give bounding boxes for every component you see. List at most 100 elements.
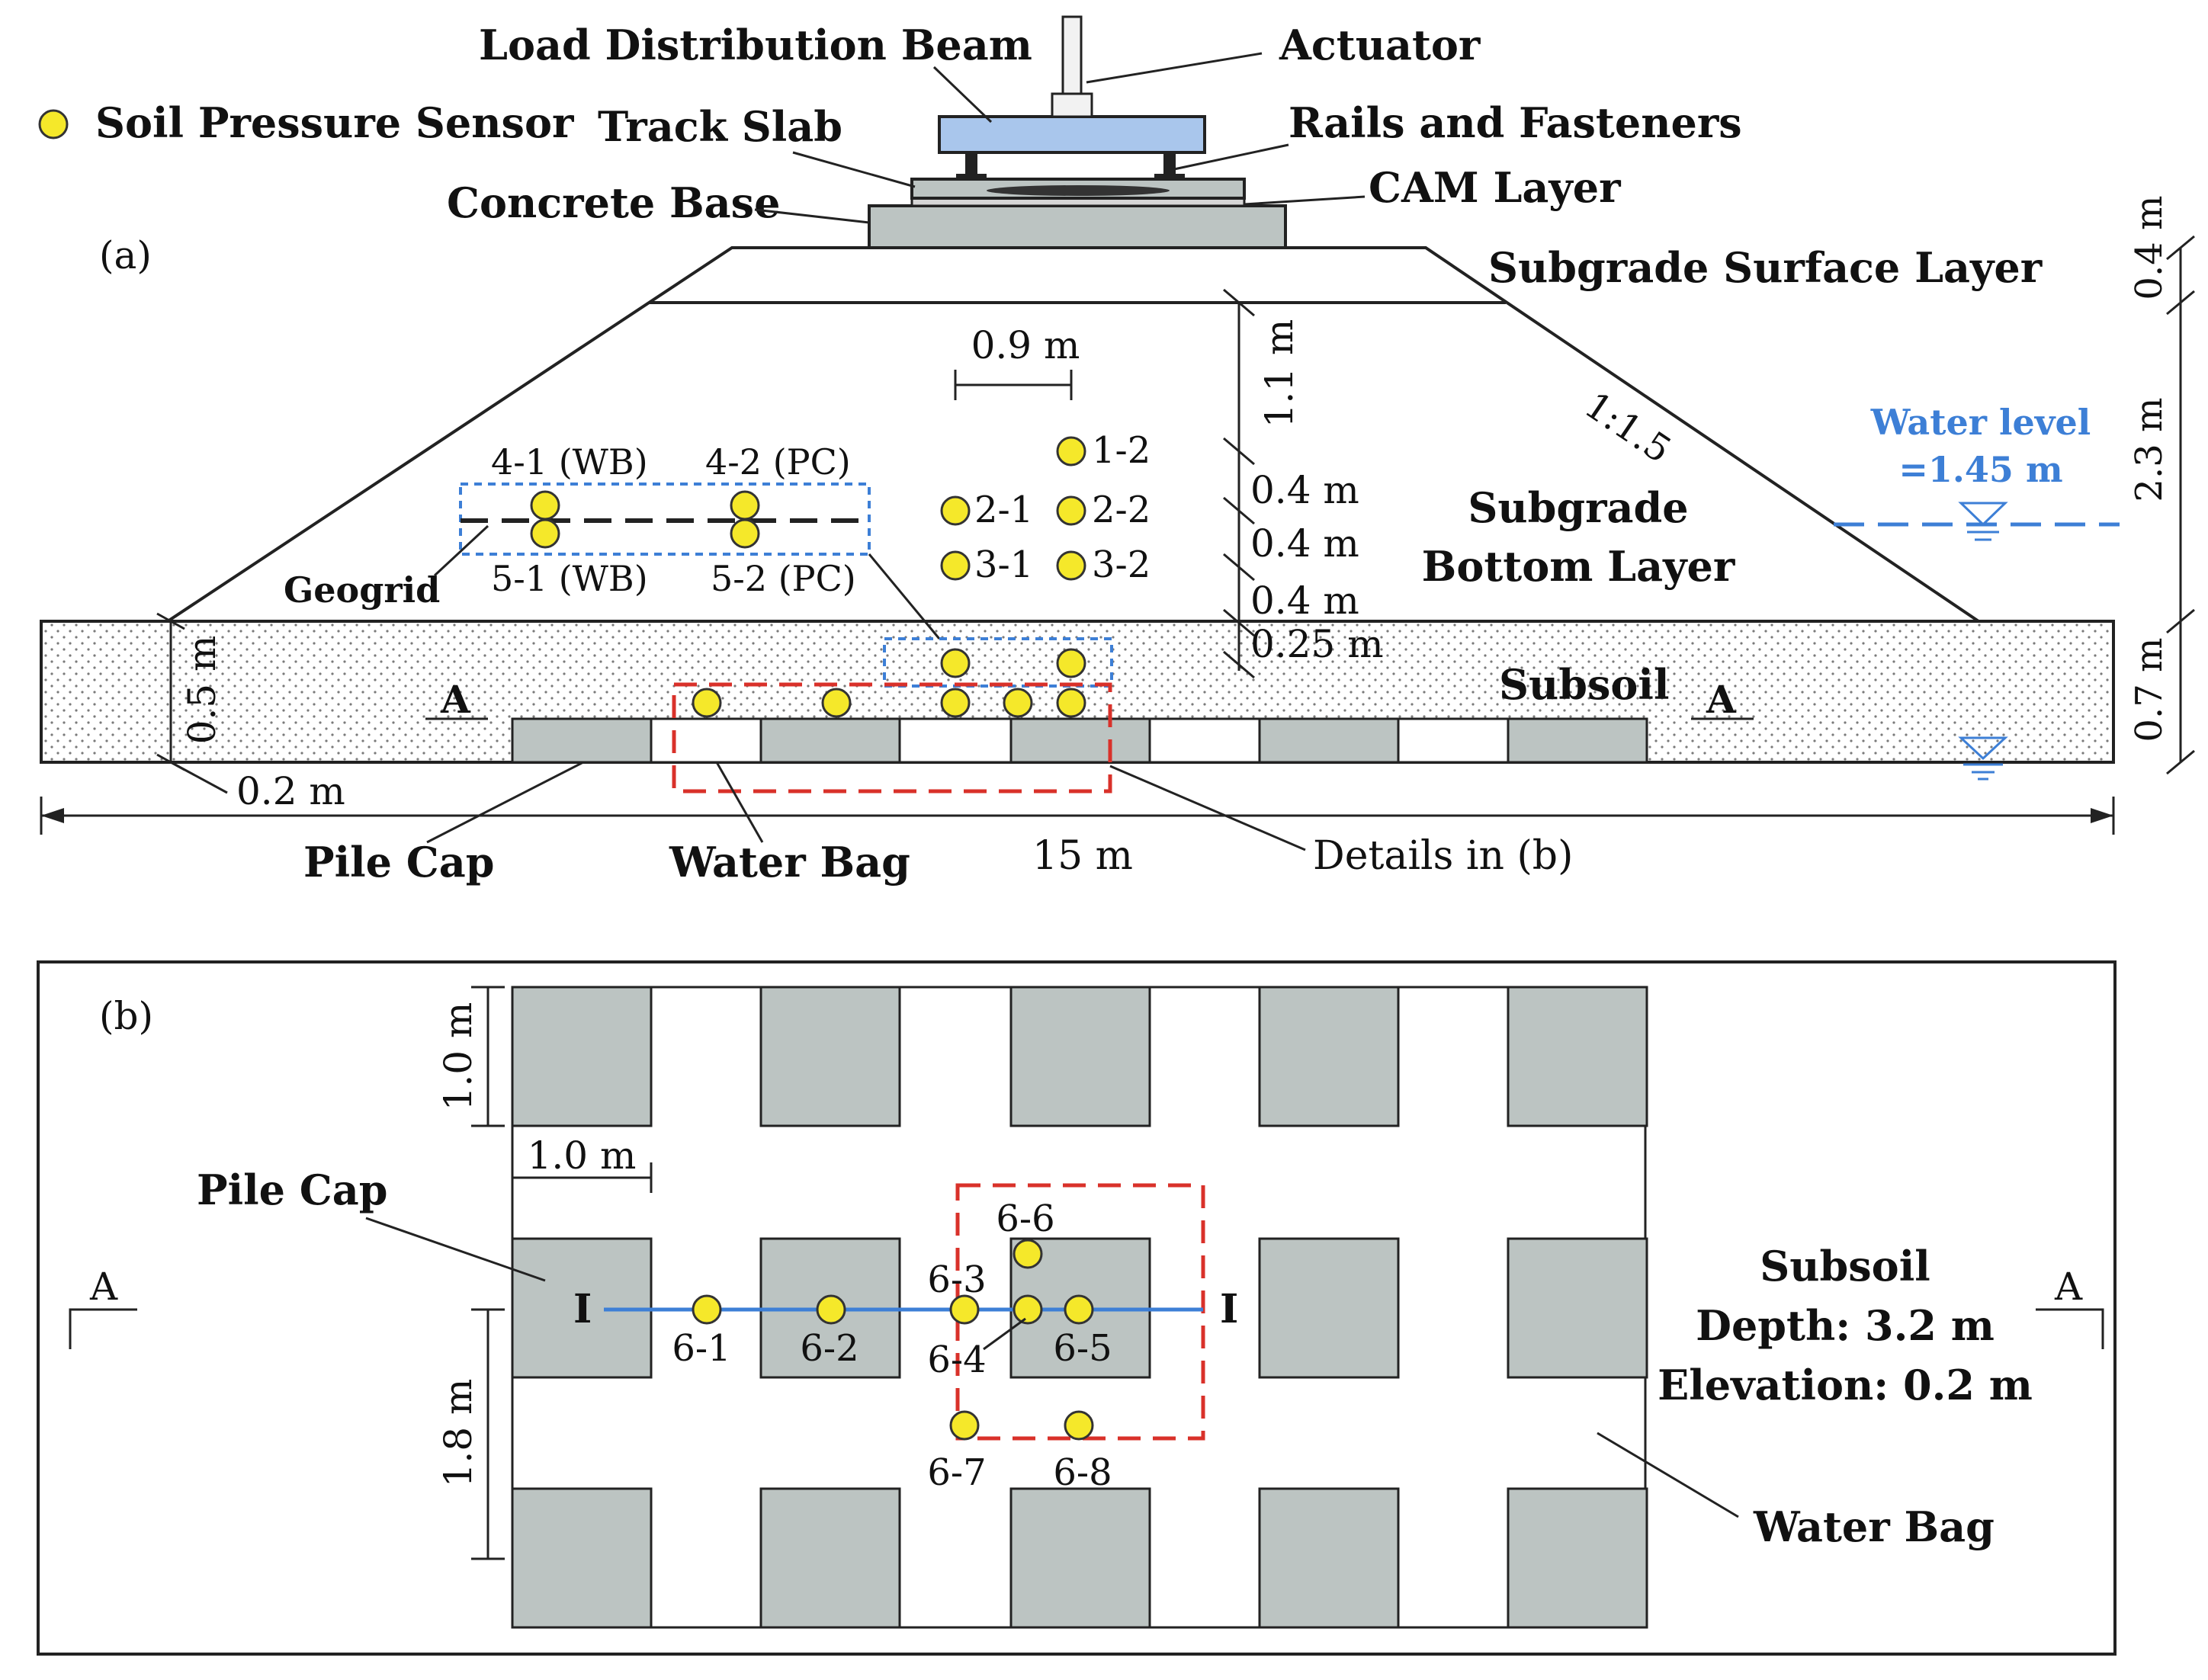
label-subsoil-b: Subsoil [1760,1242,1930,1290]
dim-tick [1223,608,1255,637]
dim-right-0-4: 0.4 m [2128,195,2171,300]
actuator-head [1051,92,1093,118]
pile-cap [1507,1237,1648,1379]
pile-cap [759,986,901,1127]
label-sensor-6-5: 6-5 [1053,1327,1112,1370]
leader-track-slab [792,151,916,188]
leader-load-beam [932,66,993,123]
panel-a-sensors [530,436,1086,718]
label-sensor-5-2: 5-2 (PC) [711,558,856,599]
sensor-subsoil [940,648,971,678]
label-sensor-2-1: 2-1 [974,489,1033,531]
rail-base-left [956,174,987,179]
sensor-4-1 [530,490,560,521]
sensor-4-2 [730,490,760,521]
pile-cap [1507,1487,1648,1629]
pile-cap [511,986,653,1127]
water-bag-gap [650,717,762,764]
label-details: Details in (b) [1313,833,1573,879]
label-sensor-6-7: 6-7 [927,1451,986,1494]
sensor-6-7 [949,1410,980,1441]
leader-water-bag-b [1597,1432,1739,1518]
leader-concrete-base [754,208,870,224]
dim-right-0-7: 0.7 m [2128,637,2171,742]
label-surface-layer: Subgrade Surface Layer [1488,243,2043,292]
dim-tick [1223,288,1255,317]
label-sensor-6-3: 6-3 [927,1258,986,1301]
legend-sensor-marker [38,109,69,139]
label-sensor-2-2: 2-2 [1092,489,1151,531]
groundwater-marker [1958,736,2008,761]
section-a-left-marker [69,1308,137,1349]
water-level-marker [1958,502,2008,527]
dim-tick [1223,437,1255,466]
section-a-right: A [1706,677,1737,722]
label-pile-cap-a: Pile Cap [303,838,495,886]
pile-cap [1009,986,1151,1127]
dim-right-2-3: 2.3 m [2128,397,2171,502]
rail-base-right [1154,174,1185,179]
leader-6-4 [983,1317,1026,1351]
dim-0-4a: 0.4 m [1250,468,1359,512]
subgrade-embankment [162,246,1984,623]
dim-tick [156,612,185,630]
panel-a: Soil Pressure Sensor (a) [38,15,2195,886]
pile-cap [511,717,653,764]
dim-tick [2166,290,2195,316]
label-sensor-5-1: 5-1 (WB) [491,558,648,599]
label-pile-cap-b: Pile Cap [197,1165,388,1214]
sensor-2-1 [940,495,971,526]
sensor-6-2 [816,1294,846,1325]
concrete-base [868,204,1287,249]
label-sensor-6-6: 6-6 [996,1197,1054,1240]
label-sensor-3-2: 3-2 [1092,543,1151,586]
label-rails: Rails and Fasteners [1289,98,1742,147]
pile-cap [511,1487,653,1629]
dim-0-25: 0.25 m [1250,622,1384,666]
slab-detail [987,185,1170,196]
section-i-left: I [573,1286,592,1332]
label-water-bag-a: Water Bag [669,838,910,886]
label-sensor-3-1: 3-1 [974,543,1033,586]
sensor-6-3 [949,1294,980,1325]
section-a-left: A [440,677,471,722]
label-actuator: Actuator [1279,21,1481,69]
dim-tick [1223,553,1255,582]
pile-cap [1009,1487,1151,1629]
sensor-subsoil [1056,648,1086,678]
leader-geogrid-box-to-detail [868,553,941,640]
sensor-3-2 [1056,550,1086,581]
label-track-slab: Track Slab [598,102,842,151]
water-level-label-2: =1.45 m [1898,449,2062,490]
dim-15: 15 m [1032,833,1133,879]
section-a-left-b: A [89,1265,118,1309]
leader-pile-cap-a [426,761,584,844]
rail-fastener-left [965,152,977,179]
pile-cap [759,1487,901,1629]
load-distribution-beam [938,115,1206,154]
leader-geogrid [433,524,489,577]
label-bottom-layer-2: Bottom Layer [1422,542,1735,591]
water-level-label-1: Water level [1870,402,2091,443]
label-sensor-6-4: 6-4 [927,1339,986,1381]
leader-details [1109,765,1306,851]
label-bottom-layer-1: Subgrade [1468,483,1688,532]
sensor-5-1 [530,518,560,549]
leader-cam-layer [1244,195,1366,206]
sensor-6-5 [1064,1294,1094,1325]
water-bag-gap [1148,717,1261,764]
label-sensor-6-8: 6-8 [1053,1451,1112,1494]
dim-1-1: 1.1 m [1257,319,1301,428]
leader-rails [1173,143,1289,171]
panel-b: (b) I I [37,960,2117,1656]
sensor-1-2 [1056,436,1086,466]
pile-cap [1258,1487,1400,1629]
sensor-6-1-section [692,688,722,718]
dim-0-4b: 0.4 m [1250,521,1359,566]
legend-label: Soil Pressure Sensor [95,98,574,147]
label-load-beam: Load Distribution Beam [479,21,1032,69]
water-bag-gap [898,717,1013,764]
sensor-6-1 [692,1294,722,1325]
